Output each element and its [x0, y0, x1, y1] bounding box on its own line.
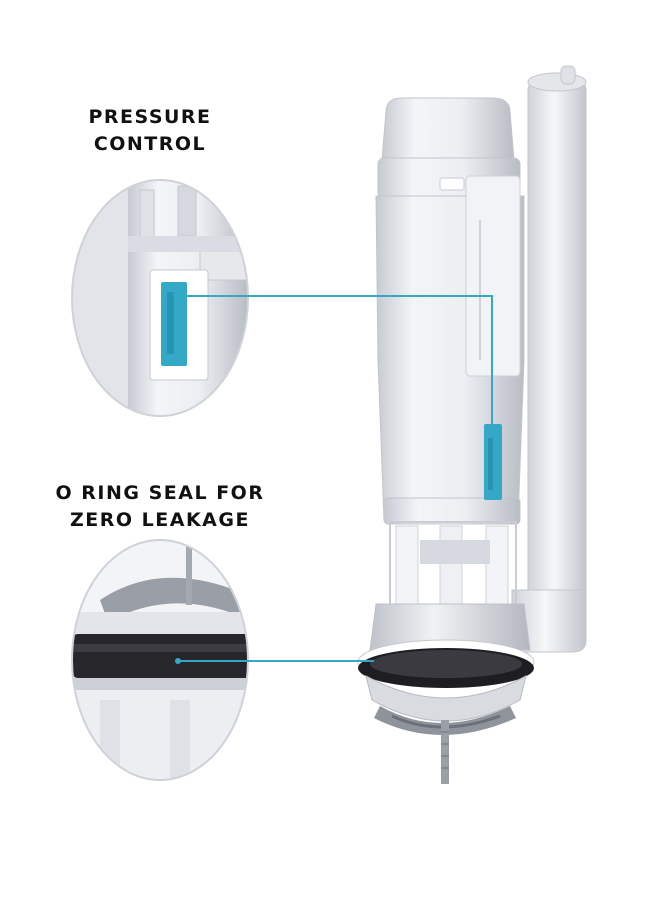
leader-lines — [173, 293, 493, 664]
pressure-control-line-2: CONTROL — [93, 133, 207, 155]
pressure-control-line-1: PRESSURE — [88, 106, 212, 128]
o-ring-seal-line-1: O RING SEAL FOR — [55, 482, 265, 504]
pressure-control-zoom — [71, 179, 249, 417]
overflow-tube — [511, 65, 587, 653]
o-ring-seal — [357, 639, 535, 784]
pressure-control-label: PRESSURE CONTROL — [60, 104, 240, 158]
valve-body — [369, 97, 531, 651]
o-ring-seal-line-2: ZERO LEAKAGE — [70, 509, 250, 531]
o-ring-zoom — [71, 539, 249, 781]
o-ring-seal-label: O RING SEAL FOR ZERO LEAKAGE — [40, 480, 280, 534]
